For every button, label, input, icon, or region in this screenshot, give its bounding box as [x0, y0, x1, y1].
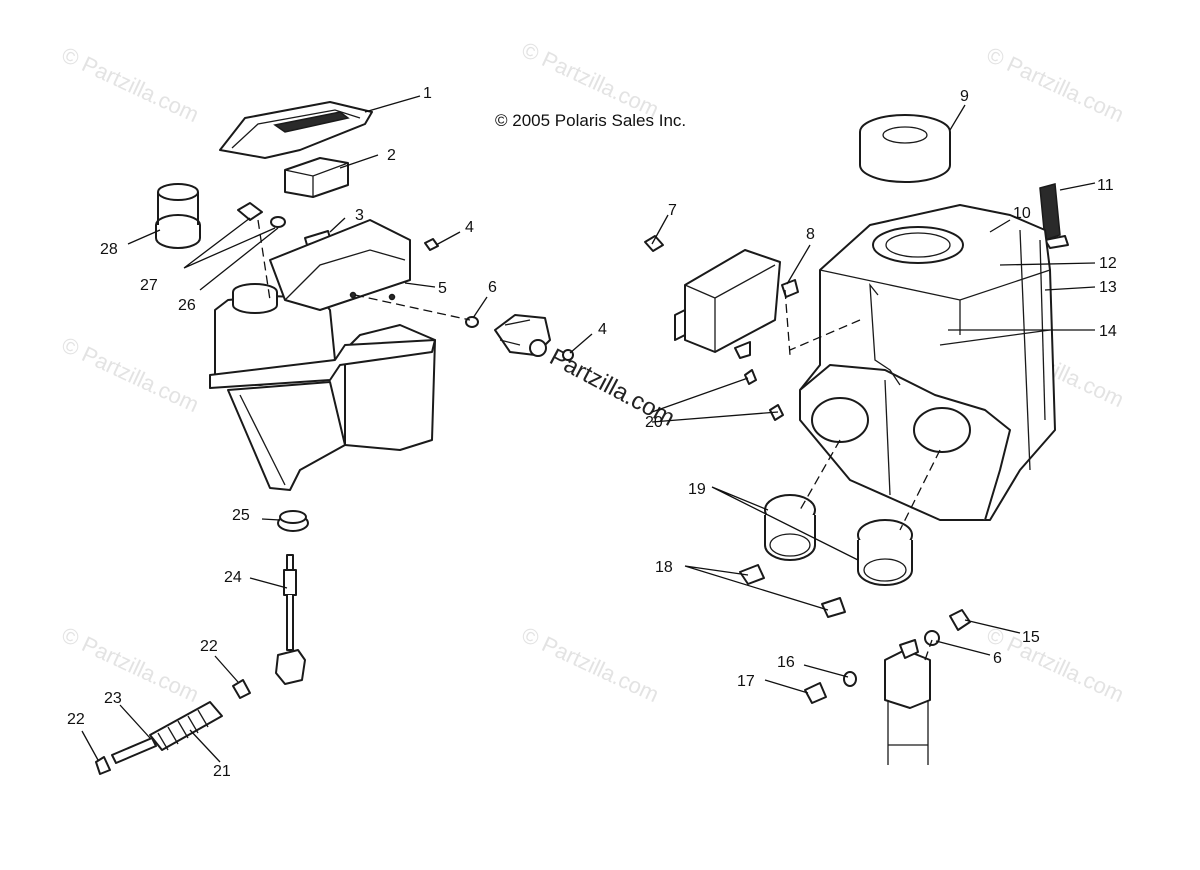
- part-6-washer: [924, 630, 940, 646]
- part-19-boot: [764, 494, 816, 561]
- callout-1: 1: [423, 85, 432, 102]
- part-11-clip: [1039, 183, 1069, 249]
- callout-26: 26: [178, 297, 196, 314]
- callout-9: 9: [960, 88, 969, 105]
- callout-18: 18: [655, 559, 673, 576]
- watermark: © Partzilla.com: [518, 622, 663, 707]
- callout-7: 7: [668, 202, 677, 219]
- callout-4: 4: [598, 321, 607, 338]
- callout-25: 25: [232, 507, 250, 524]
- copyright-notice: © 2005 Polaris Sales Inc.: [495, 111, 686, 130]
- part-2-block: [284, 157, 349, 198]
- part-1-cover: [219, 101, 373, 159]
- callout-28: 28: [100, 241, 118, 258]
- callout-10: 10: [1013, 205, 1031, 222]
- callout-24: 24: [224, 569, 242, 586]
- part-22-cap: [95, 756, 111, 775]
- callout-6: 6: [993, 650, 1002, 667]
- callout-11: 11: [1097, 177, 1114, 194]
- callout-labels: 1 2 3 4 5 6 4 28 27 26 25 24 22 23 22 21…: [67, 85, 1117, 780]
- part-22-cap: [232, 679, 251, 699]
- callout-15: 15: [1022, 629, 1040, 646]
- callout-4: 4: [465, 219, 474, 236]
- part-15-nut: [949, 609, 971, 631]
- part-25-grommet: [277, 510, 309, 532]
- part-16-washer: [843, 671, 857, 687]
- part-26-washer: [270, 216, 286, 228]
- callout-13: 13: [1099, 279, 1117, 296]
- callout-2: 2: [387, 147, 396, 164]
- callout-21: 21: [213, 763, 231, 780]
- watermark: © Partzilla.com: [58, 332, 203, 417]
- callout-14: 14: [1099, 323, 1117, 340]
- part-6-washer: [465, 316, 479, 328]
- part-23-rod: [111, 737, 157, 764]
- callout-17: 17: [737, 673, 755, 690]
- callout-6: 6: [488, 279, 497, 296]
- leader-lines: [81, 95, 1096, 763]
- callout-19: 19: [688, 481, 706, 498]
- callout-5: 5: [438, 280, 447, 297]
- watermark: © Partzilla.com: [58, 42, 203, 127]
- part-18-bolt: [821, 597, 846, 618]
- part-4-nut: [424, 238, 439, 251]
- callout-27: 27: [140, 277, 158, 294]
- bracket-assembly: [884, 639, 931, 765]
- part-17-bolt: [804, 682, 827, 704]
- mounting-lines: [257, 219, 941, 661]
- part-19-boot: [857, 519, 913, 586]
- part-7-bolt: [644, 235, 664, 252]
- part-9-foam-ring: [859, 114, 951, 183]
- callout-8: 8: [806, 226, 815, 243]
- callout-23: 23: [104, 690, 122, 707]
- part-5-reservoir-tank: [209, 219, 436, 491]
- part-ecu-module: [674, 249, 781, 359]
- watermark: © Partzilla.com: [983, 42, 1128, 127]
- callout-22: 22: [200, 638, 218, 655]
- callout-3: 3: [355, 207, 364, 224]
- pump-assembly: [494, 314, 551, 357]
- part-21-spring: [149, 701, 223, 751]
- callout-16: 16: [777, 654, 795, 671]
- watermark: © Partzilla.com: [518, 37, 663, 122]
- part-20-screw: [744, 369, 757, 385]
- callout-20: 20: [645, 414, 663, 431]
- part-24-sensor: [275, 554, 306, 685]
- part-8-clip: [781, 279, 799, 298]
- watermark: © Partzilla.com: [58, 622, 203, 707]
- part-28-cap: [155, 183, 201, 249]
- callout-22: 22: [67, 711, 85, 728]
- watermark: © Partzilla.com: [983, 622, 1128, 707]
- callout-12: 12: [1099, 255, 1117, 272]
- part-27-bolt: [237, 202, 263, 221]
- part-18-bolt: [739, 564, 765, 585]
- airbox-assembly: [799, 204, 1056, 521]
